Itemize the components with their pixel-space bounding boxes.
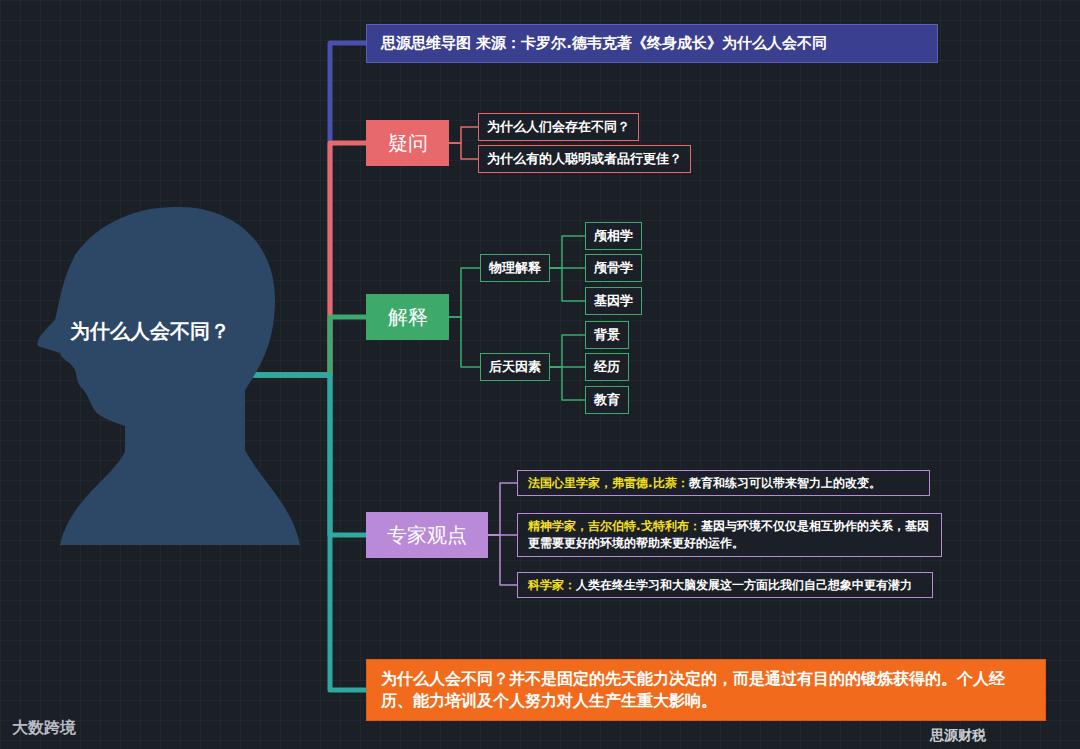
branch-line (550, 268, 585, 301)
branch-line (449, 268, 480, 317)
node-text: 后天因素 (489, 359, 541, 374)
conclusion-box: 为什么人会不同？并不是固定的先天能力决定的，而是通过有目的的锻炼获得的。个人经历… (366, 659, 1046, 722)
head-silhouette (30, 200, 330, 560)
watermark: 大数跨境 (12, 718, 76, 739)
node-text: 为什么人会不同？并不是固定的先天能力决定的，而是通过有目的的锻炼获得的。个人经历… (381, 669, 1005, 710)
leaf-box: 背景 (585, 321, 629, 349)
node-text: 教育和练习可以带来智力上的改变。 (689, 476, 881, 490)
branch-line (449, 143, 478, 159)
leaf-box: 经历 (585, 353, 629, 381)
branch-line (488, 483, 517, 535)
node-text: 颅相学 (594, 228, 633, 243)
node-text: 疑问 (388, 131, 428, 155)
branch-line (449, 127, 478, 143)
expert-box: 精神学家，吉尔伯特.戈特利布：基因与环境不仅仅是相互协作的关系，基因更需要更好的… (517, 513, 942, 557)
node-text: 为什么人们会存在不同？ (487, 119, 630, 134)
central-topic: 为什么人会不同？ (70, 318, 230, 345)
branch-box: 专家观点 (366, 512, 488, 558)
expert-name: 科学家： (528, 578, 576, 592)
leaf-box: 基因学 (585, 287, 642, 315)
node-text: 为什么有的人聪明或者品行更佳？ (487, 151, 682, 166)
node-text: 背景 (594, 327, 620, 342)
head-outline (37, 207, 300, 545)
node-text: 专家观点 (387, 523, 467, 547)
leaf-box: 教育 (585, 386, 629, 414)
node-text: 基因学 (594, 293, 633, 308)
node-text: 颅骨学 (594, 260, 633, 275)
leaf-box: 为什么有的人聪明或者品行更佳？ (478, 145, 691, 173)
node-text: 思源思维导图 来源：卡罗尔.德韦克著《终身成长》为什么人会不同 (381, 34, 827, 52)
leaf-box: 颅相学 (585, 222, 642, 250)
node-text: 经历 (594, 359, 620, 374)
expert-name: 法国心里学家，弗雷德.比萘： (528, 476, 689, 490)
branch-line (488, 535, 517, 585)
sub-box: 后天因素 (480, 353, 550, 381)
leaf-box: 颅骨学 (585, 254, 642, 282)
branch-line (449, 317, 480, 367)
branch-box: 疑问 (366, 120, 449, 166)
leaf-box: 为什么人们会存在不同？ (478, 113, 639, 141)
watermark: 思源财税 (930, 727, 986, 745)
title-box: 思源思维导图 来源：卡罗尔.德韦克著《终身成长》为什么人会不同 (366, 24, 938, 63)
expert-name: 精神学家，吉尔伯特.戈特利布： (528, 519, 701, 533)
expert-box: 科学家：人类在终生学习和大脑发展这一方面比我们自己想象中更有潜力 (517, 572, 933, 599)
expert-box: 法国心里学家，弗雷德.比萘：教育和练习可以带来智力上的改变。 (517, 470, 930, 497)
node-text: 物理解释 (489, 260, 541, 275)
branch-line (550, 335, 585, 367)
branch-line (550, 367, 585, 400)
branch-line (550, 236, 585, 268)
branch-box: 解释 (366, 294, 449, 340)
head-node: 为什么人会不同？ (30, 200, 250, 550)
node-text: 解释 (388, 305, 428, 329)
sub-box: 物理解释 (480, 254, 550, 282)
node-text: 教育 (594, 392, 620, 407)
node-text: 人类在终生学习和大脑发展这一方面比我们自己想象中更有潜力 (576, 578, 912, 592)
